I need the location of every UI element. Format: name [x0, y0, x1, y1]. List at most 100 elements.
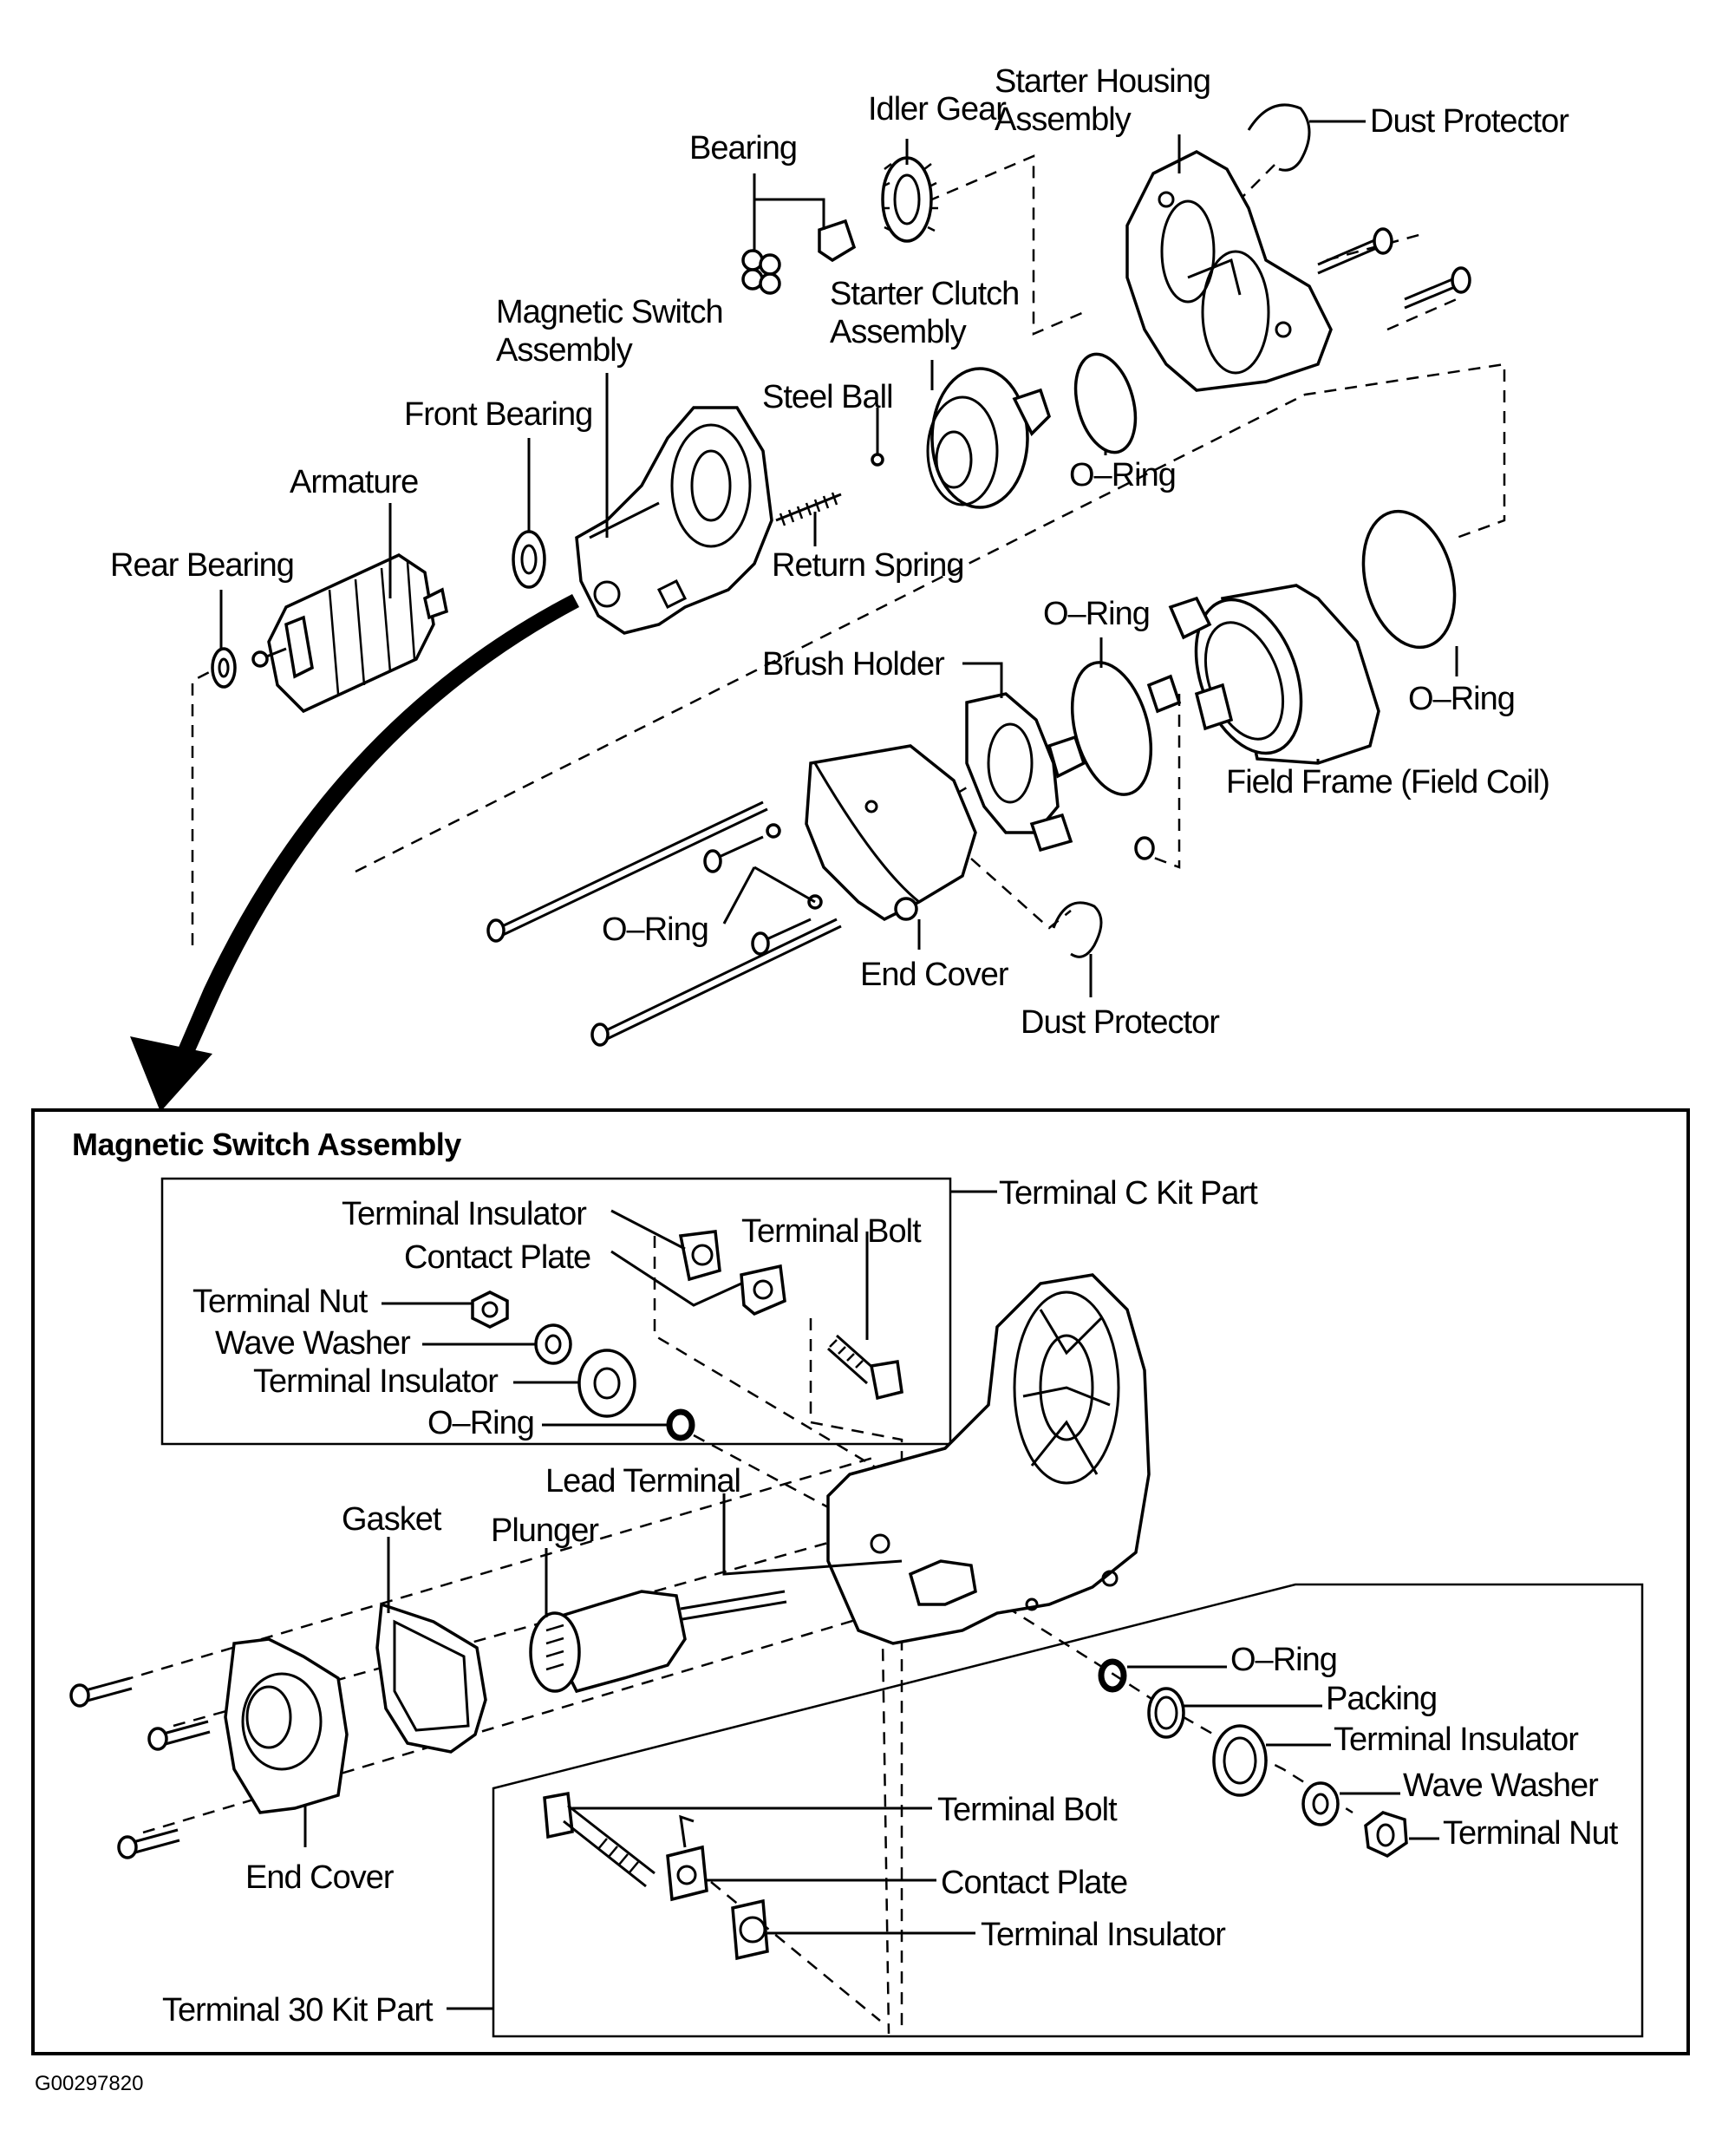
label-starter-clutch-assembly: Assembly — [830, 314, 967, 350]
o-ring-screw-1-part — [766, 823, 781, 839]
label-terminal-bolt-c: Terminal Bolt — [741, 1213, 922, 1250]
label-end-cover-inset: End Cover — [245, 1859, 395, 1896]
return-spring-part — [775, 492, 842, 526]
label-terminal-nut-c: Terminal Nut — [192, 1284, 369, 1320]
leader-lines — [219, 120, 1458, 997]
label-terminal-insulator-c1: Terminal Insulator — [342, 1196, 587, 1232]
label-magnetic-switch: Magnetic Switch — [496, 294, 723, 330]
bearing-part — [741, 219, 857, 295]
contact-plate-c-part — [740, 1264, 786, 1316]
o-ring-clutch-part — [1073, 352, 1138, 454]
label-field-frame: Field Frame (Field Coil) — [1226, 764, 1549, 800]
end-cover-inset-part — [224, 1637, 349, 1814]
label-contact-plate-c: Contact Plate — [404, 1239, 590, 1276]
field-frame-nut-part — [1134, 836, 1155, 860]
label-o-ring-30: O–Ring — [1230, 1642, 1337, 1678]
wave-washer-30-part — [1301, 1781, 1340, 1826]
wave-washer-c-part — [534, 1323, 572, 1365]
terminal-30-kit-leaders — [572, 1806, 975, 1935]
label-terminal-insulator-30-kit: Terminal Insulator — [981, 1917, 1226, 1953]
body-part-labels: Lead Terminal Gasket Plunger End Cover — [245, 1463, 741, 1896]
figure-id: G00297820 — [35, 2072, 143, 2095]
contact-plate-30-part — [666, 1814, 708, 1902]
label-o-ring-clutch: O–Ring — [1069, 457, 1176, 493]
label-return-spring: Return Spring — [772, 547, 963, 584]
steel-ball-part — [871, 453, 884, 467]
armature-part — [251, 553, 449, 714]
label-starter-housing: Starter Housing — [995, 63, 1210, 100]
label-o-ring-field: O–Ring — [1408, 681, 1515, 717]
label-o-ring-brush: O–Ring — [1043, 596, 1150, 632]
label-steel-ball: Steel Ball — [762, 379, 893, 415]
dust-protector-top-part — [1247, 103, 1311, 172]
through-bolts — [486, 800, 842, 1047]
label-magnetic-switch-assembly: Assembly — [496, 332, 633, 369]
o-ring-c-part — [666, 1408, 695, 1441]
terminal-c-parts — [471, 1230, 903, 1441]
magnetic-switch-inset: Magnetic Switch Assembly Terminal C Kit … — [31, 1108, 1690, 2055]
end-cover-part — [805, 744, 977, 922]
terminal-30-side-parts — [1098, 1658, 1408, 1859]
terminal-30-side-leaders — [1127, 1665, 1439, 1840]
inset-frame — [31, 1108, 1690, 2055]
terminal-30-side-labels: O–Ring Packing Terminal Insulator Wave W… — [1230, 1642, 1620, 1852]
terminal-c-kit-box — [160, 1177, 952, 1446]
body-part-leaders — [303, 1493, 903, 1847]
guide-idler-gear — [927, 154, 1085, 336]
guide-end-cover-dust — [970, 858, 1072, 930]
label-terminal-30-kit: Terminal 30 Kit Part — [162, 1992, 434, 2029]
label-dust-protector-top: Dust Protector — [1370, 103, 1569, 140]
idler-gear-part — [881, 156, 938, 243]
magnetic-switch-body-part — [826, 1273, 1151, 1645]
terminal-bolt-c-part — [827, 1334, 903, 1401]
label-terminal-insulator-c2: Terminal Insulator — [253, 1363, 499, 1400]
label-packing-30: Packing — [1326, 1681, 1437, 1717]
terminal-c-labels: Terminal Insulator Terminal Bolt Contact… — [192, 1196, 923, 1441]
housing-bolts — [1317, 227, 1471, 310]
guide-rear-bearing — [191, 664, 222, 945]
label-bearing: Bearing — [689, 130, 797, 167]
label-end-cover: End Cover — [860, 957, 1009, 993]
plunger-part — [529, 1590, 787, 1694]
label-gasket: Gasket — [342, 1501, 442, 1538]
terminal-insulator-30-kit-part — [731, 1898, 769, 1961]
upper-exploded-view: Starter Housing Assembly Idler Gear Dust… — [110, 63, 1570, 1112]
guide-field-frame-nut — [1144, 694, 1181, 869]
gasket-part — [375, 1602, 487, 1754]
label-lead-terminal: Lead Terminal — [545, 1463, 740, 1499]
label-idler-gear: Idler Gear — [868, 91, 1007, 127]
terminal-c-leaders — [382, 1209, 869, 1427]
label-plunger: Plunger — [491, 1512, 599, 1549]
terminal-30-kit-parts — [543, 1791, 769, 1961]
rear-bearing-part — [211, 647, 237, 689]
brush-holder-part — [965, 692, 1086, 853]
field-frame-part — [1146, 584, 1380, 765]
inset-title: Magnetic Switch Assembly — [72, 1127, 461, 1162]
label-terminal-nut-30: Terminal Nut — [1443, 1815, 1619, 1852]
upper-labels: Starter Housing Assembly Idler Gear Dust… — [110, 63, 1570, 1041]
label-wave-washer-30: Wave Washer — [1403, 1767, 1599, 1804]
starter-housing-part — [1125, 150, 1333, 392]
terminal-nut-30-part — [1364, 1811, 1408, 1859]
terminal-bolt-30-part — [543, 1791, 656, 1888]
label-terminal-c-kit: Terminal C Kit Part — [999, 1175, 1258, 1212]
packing-30-part — [1147, 1687, 1185, 1739]
dust-protector-bottom-part — [1052, 901, 1103, 958]
o-ring-30-part — [1098, 1658, 1127, 1693]
guide-field-frame-top — [355, 363, 1506, 873]
label-rear-bearing: Rear Bearing — [110, 547, 294, 584]
label-front-bearing: Front Bearing — [404, 396, 592, 433]
terminal-insulator-c1-part — [678, 1230, 721, 1282]
o-ring-field-part — [1361, 509, 1457, 650]
terminal-insulator-c2-part — [577, 1349, 636, 1418]
label-starter-clutch: Starter Clutch — [830, 276, 1019, 312]
label-armature: Armature — [290, 464, 418, 500]
terminal-30-kit-box — [492, 1583, 1644, 2038]
end-cover-bolts — [69, 1676, 211, 1859]
detail-arrow-icon — [130, 594, 579, 1112]
magnetic-switch-assembly-part — [575, 406, 773, 635]
label-terminal-insulator-30: Terminal Insulator — [1334, 1722, 1579, 1758]
label-contact-plate-30: Contact Plate — [941, 1865, 1127, 1901]
terminal-nut-c-part — [471, 1290, 509, 1329]
